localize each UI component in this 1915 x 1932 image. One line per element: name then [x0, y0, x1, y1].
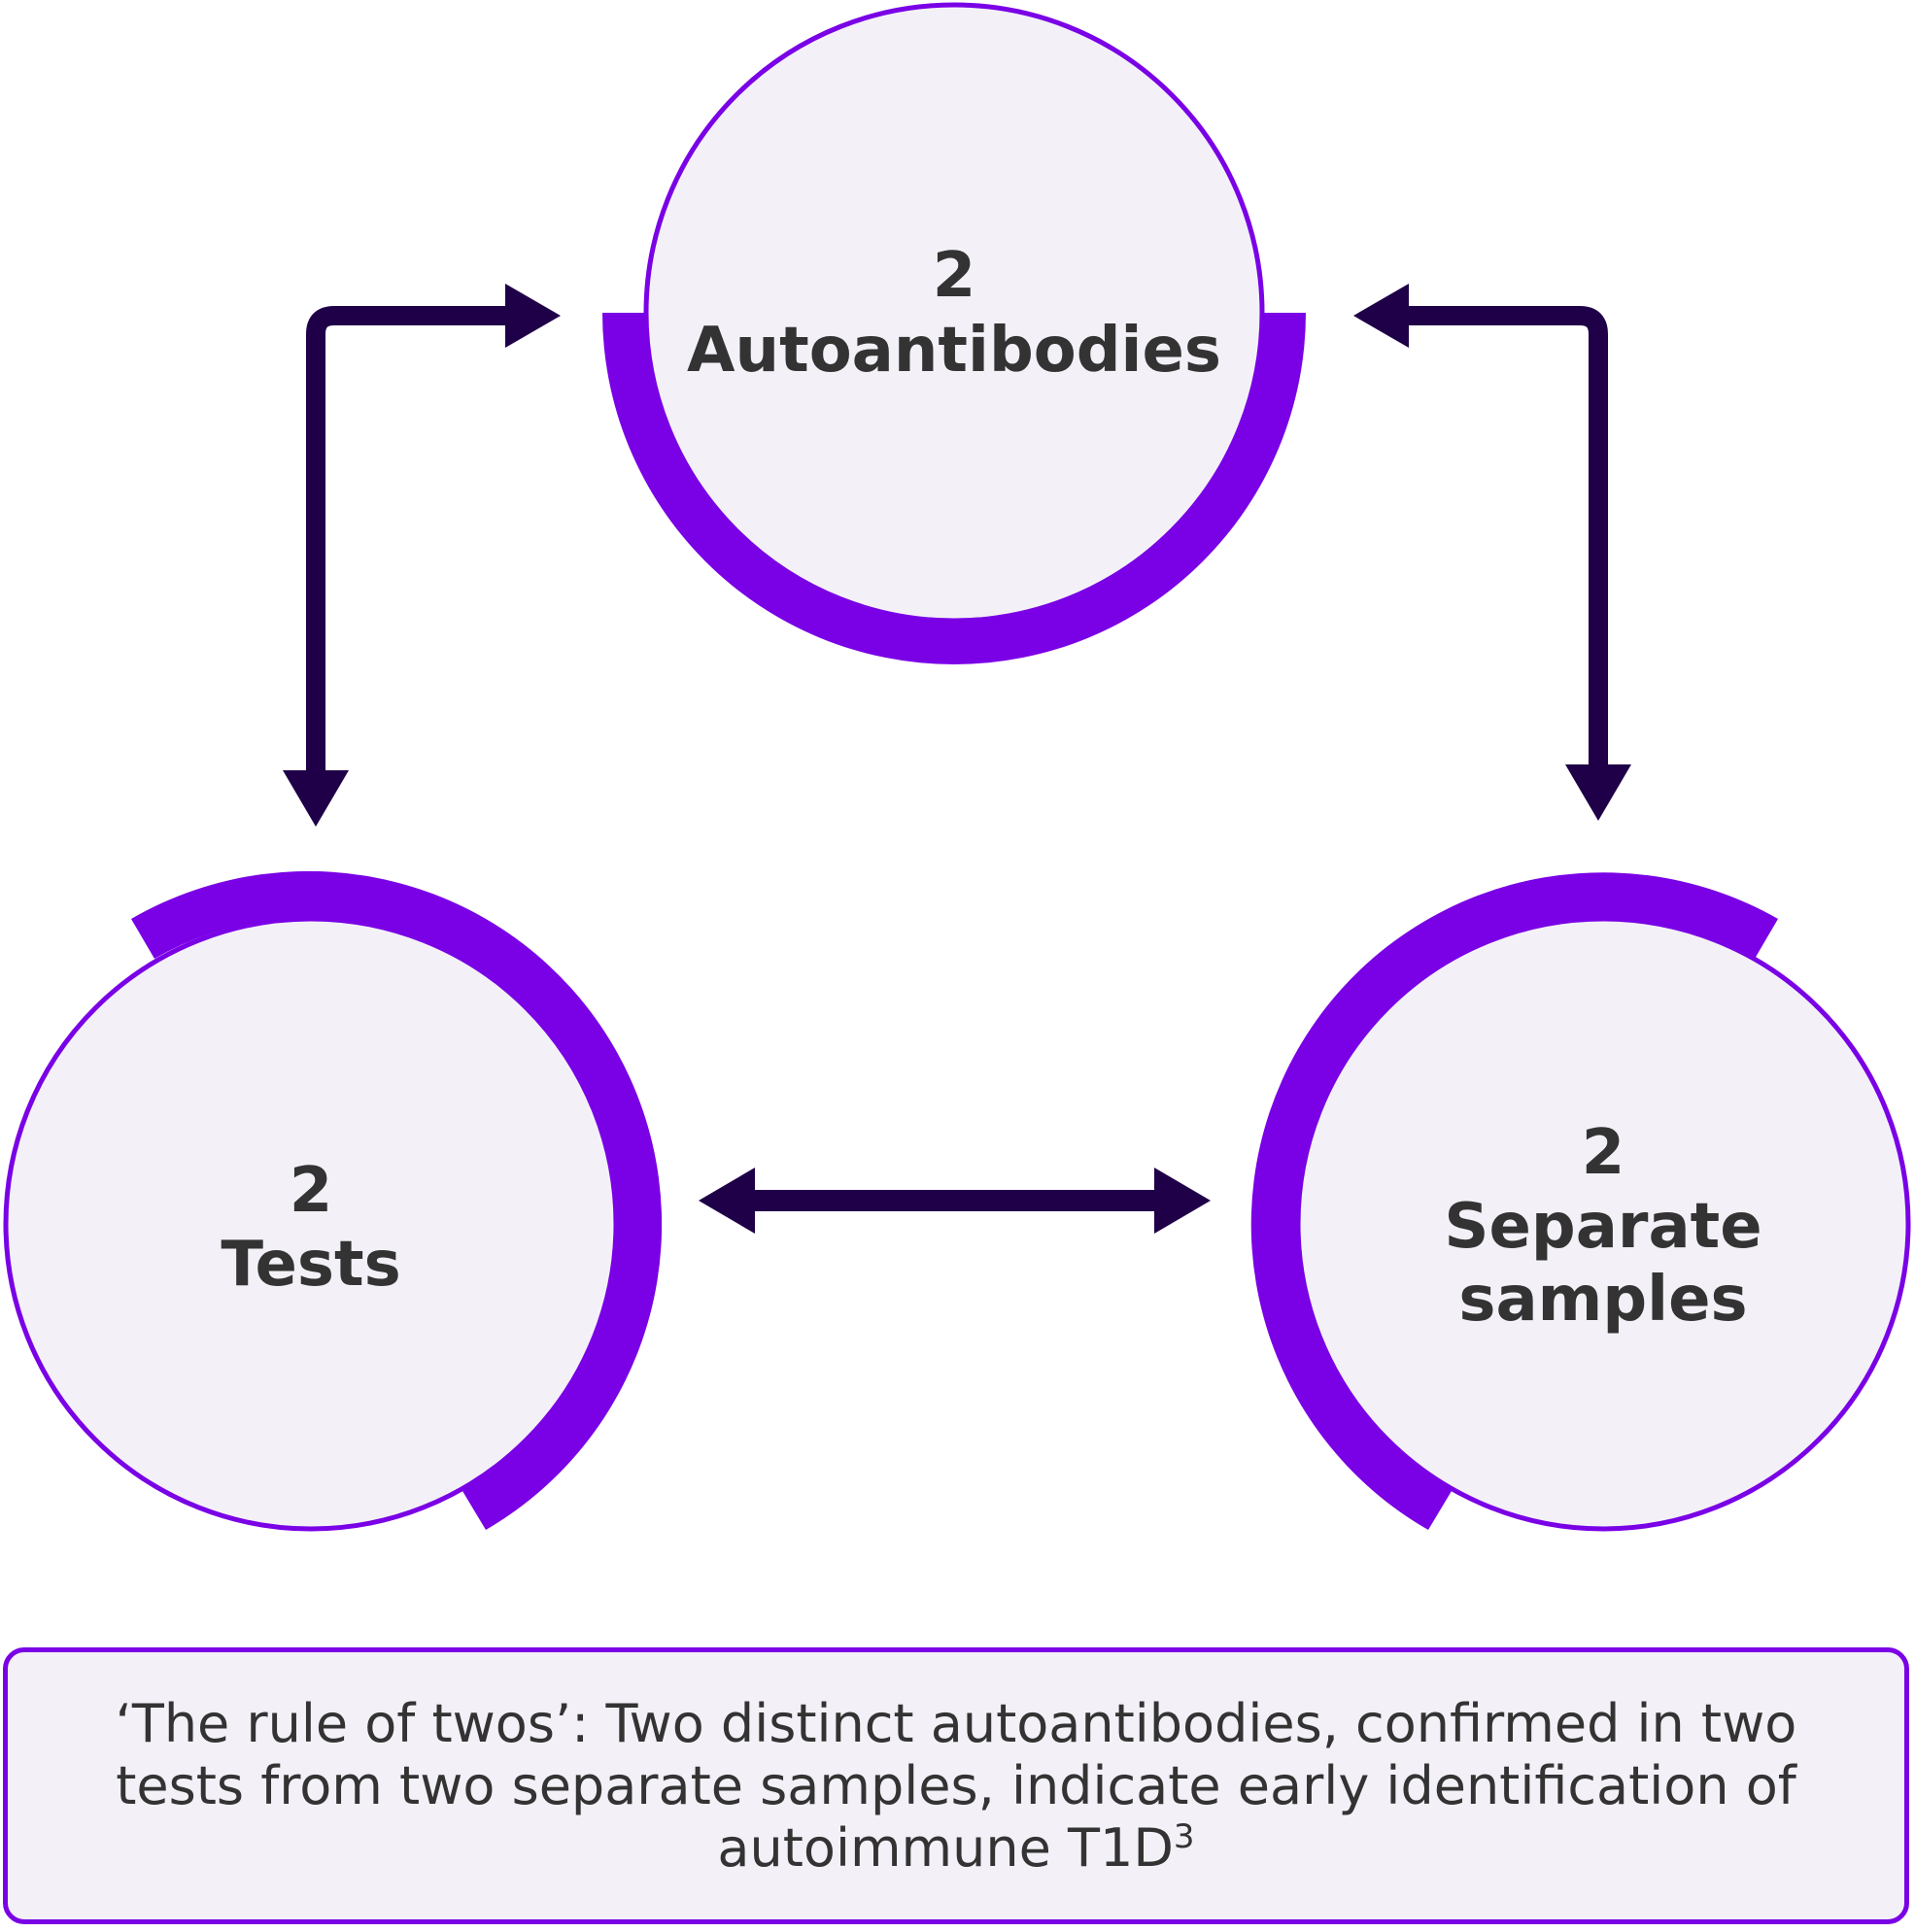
- caption-reference-superscript: 3: [1173, 1816, 1195, 1856]
- arrowhead-to-tests-horizontal: [699, 1168, 755, 1234]
- connector-tests-autoantibodies-line: [306, 306, 510, 773]
- samples-label-line1: Separate: [1444, 1191, 1761, 1263]
- connector-autoantibodies-samples: [1353, 284, 1631, 821]
- node-autoantibodies: 2 Autoantibodies: [602, 2, 1306, 664]
- arrowhead-to-tests: [283, 770, 349, 827]
- arrowhead-to-samples-horizontal: [1154, 1168, 1211, 1234]
- arrowhead-to-autoantibodies-right: [1353, 284, 1409, 348]
- autoantibodies-circle: [643, 2, 1265, 624]
- arrowhead-to-samples: [1565, 764, 1631, 821]
- arrowhead-to-autoantibodies: [505, 284, 561, 348]
- tests-label: Tests: [221, 1229, 400, 1301]
- tests-accent-arc: [131, 870, 663, 1530]
- samples-label-line2: samples: [1458, 1264, 1747, 1336]
- node-tests: 2 Tests: [3, 870, 663, 1532]
- caption-box: ‘The rule of twos’: Two distinct autoant…: [3, 1647, 1909, 1924]
- connector-autoantibodies-samples-line: [1404, 306, 1608, 769]
- connector-tests-autoantibodies: [283, 284, 561, 827]
- samples-number: 2: [1582, 1117, 1625, 1189]
- caption-text: ‘The rule of twos’: Two distinct autoant…: [47, 1693, 1865, 1880]
- tests-number: 2: [290, 1155, 333, 1227]
- samples-accent-arc: [1250, 872, 1778, 1530]
- caption-body: ‘The rule of twos’: Two distinct autoant…: [115, 1692, 1797, 1879]
- autoantibodies-label: Autoantibodies: [687, 315, 1221, 387]
- samples-circle: [1295, 916, 1911, 1532]
- tests-circle: [3, 916, 619, 1532]
- autoantibodies-accent-arc: [602, 313, 1306, 664]
- autoantibodies-number: 2: [933, 240, 976, 312]
- connector-tests-samples: [699, 1168, 1211, 1234]
- node-samples: 2 Separate samples: [1250, 872, 1911, 1532]
